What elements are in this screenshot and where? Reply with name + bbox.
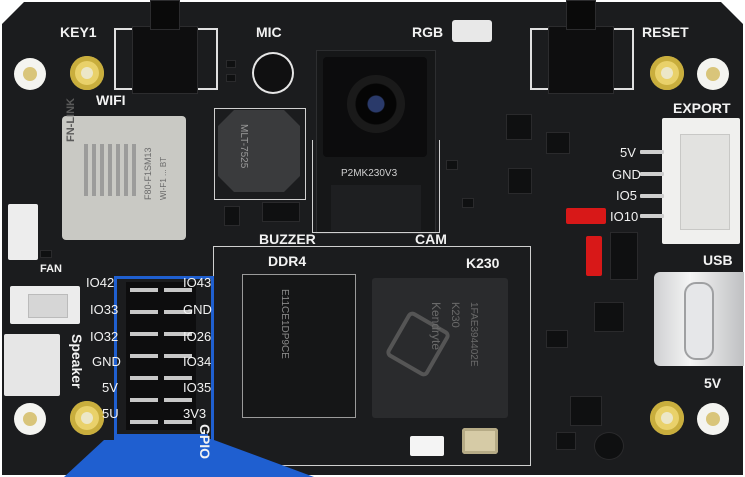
mic-component [254,54,292,92]
ddr4-label: DDR4 [268,253,307,269]
gpio-right-1: IO43 [183,275,212,290]
smd-top-2 [226,74,236,82]
export-pin-label-3: IO5 [616,188,637,203]
ic-right-6 [570,396,602,426]
export-pin-2 [640,172,664,176]
gpio-label: GPIO [197,424,213,460]
ic-right-8 [594,432,624,460]
rgb-led [452,20,492,42]
export-pin-label-1: 5V [620,145,636,160]
k230-label: K230 [466,255,500,271]
camera-lens-icon [347,75,405,133]
left-edge-connector [8,204,38,260]
red-resistor-2 [586,236,602,276]
wifi-module-sub: WI-F1 ... BT [159,156,168,200]
gpio-right-4: IO34 [183,354,212,369]
speaker-label: Speaker [69,334,85,389]
reset-plunger [566,0,596,30]
buzzer-outline [214,108,306,200]
gold-pad-bottom-left [70,401,104,435]
smd-mid-1 [446,160,458,170]
export-pin-label-4: IO10 [610,209,639,224]
white-smd-component [410,436,444,456]
fan-connector [10,286,80,324]
qr-code-icon [84,144,136,196]
gold-pad-bottom-right [650,401,684,435]
usb-label: USB [703,252,733,268]
ic-right-3 [546,132,570,154]
gpio-left-2: IO33 [90,302,119,317]
ic-right-1 [506,114,532,140]
mounting-hole-bottom-right [697,403,729,435]
mounting-hole-top-left [14,58,46,90]
mounting-hole-bottom-left [14,403,46,435]
fan-label: FAN [40,263,62,275]
gpio-header-pins-mid [158,282,164,430]
camera-outline [312,140,440,233]
smd-mid-2 [462,198,474,208]
usb-c-port [684,282,714,360]
smd-mid-3 [224,206,240,226]
gpio-blue-block [114,434,208,464]
reset-button [548,26,614,94]
usb-c-connector [654,272,744,366]
camera-flex [331,185,421,231]
usb-5v-label: 5V [704,375,722,391]
camera-marking: P2MK230V3 [341,168,398,179]
gpio-left-4: GND [92,354,121,369]
key1-button [132,26,198,94]
smd-left-1 [40,250,52,258]
cam-label: CAM [415,231,447,247]
mic-label: MIC [256,24,282,40]
fan-connector-slot [28,294,68,318]
black-component-right [610,232,638,280]
smd-top-1 [226,60,236,68]
export-pin-label-2: GND [612,167,641,182]
soc-brand: Kendryte [429,302,443,351]
gpio-right-6: 3V3 [183,406,207,421]
export-label: EXPORT [673,100,731,116]
export-pin-1 [640,150,664,154]
gpio-left-1: IO42 [86,275,115,290]
wifi-module-brand: FN-LINK [65,98,77,142]
gold-pad-top-left [70,56,104,90]
speaker-connector [4,334,60,396]
export-pin-4 [640,214,664,218]
gold-pad-top-right [650,56,684,90]
buzzer: MLT-7525 [218,110,300,192]
gpio-left-3: IO32 [90,329,119,344]
export-connector [662,118,740,244]
wifi-module: FN-LINK F80-F1SM13 WI-F1 ... BT [62,98,186,240]
ic-right-5 [546,330,568,348]
ic-right-7 [556,432,576,450]
export-pin-3 [640,194,664,198]
ddr4-marking: E11CE1DP9CE [279,289,290,359]
soc-model: K230 [449,302,461,328]
rgb-label: RGB [412,24,444,40]
camera-module: P2MK230V3 [316,50,436,234]
red-resistor-1 [566,208,606,224]
gpio-left-5: 5V [102,380,118,395]
gpio-right-3: IO26 [183,329,212,344]
wifi-label: WIFI [96,92,126,108]
buzzer-label: BUZZER [259,231,316,247]
reset-label: RESET [642,24,689,40]
key1-label: KEY1 [60,24,97,40]
crystal-component [462,428,498,454]
ic-right-4 [594,302,624,332]
gpio-right-2: GND [183,302,212,317]
wifi-module-model: F80-F1SM13 [143,147,153,200]
ic-right-2 [508,168,532,194]
gpio-left-6: 5U [102,406,119,421]
ddr4-chip: E11CE1DP9CE [242,274,356,418]
mounting-hole-top-right [697,58,729,90]
export-connector-slot [680,134,730,230]
soc-code: 1FAE394402E [468,302,479,367]
key1-plunger [150,0,180,30]
buzzer-driver [262,202,300,222]
k230-soc: Kendryte K230 1FAE394402E [372,278,508,418]
gpio-right-5: IO35 [183,380,212,395]
